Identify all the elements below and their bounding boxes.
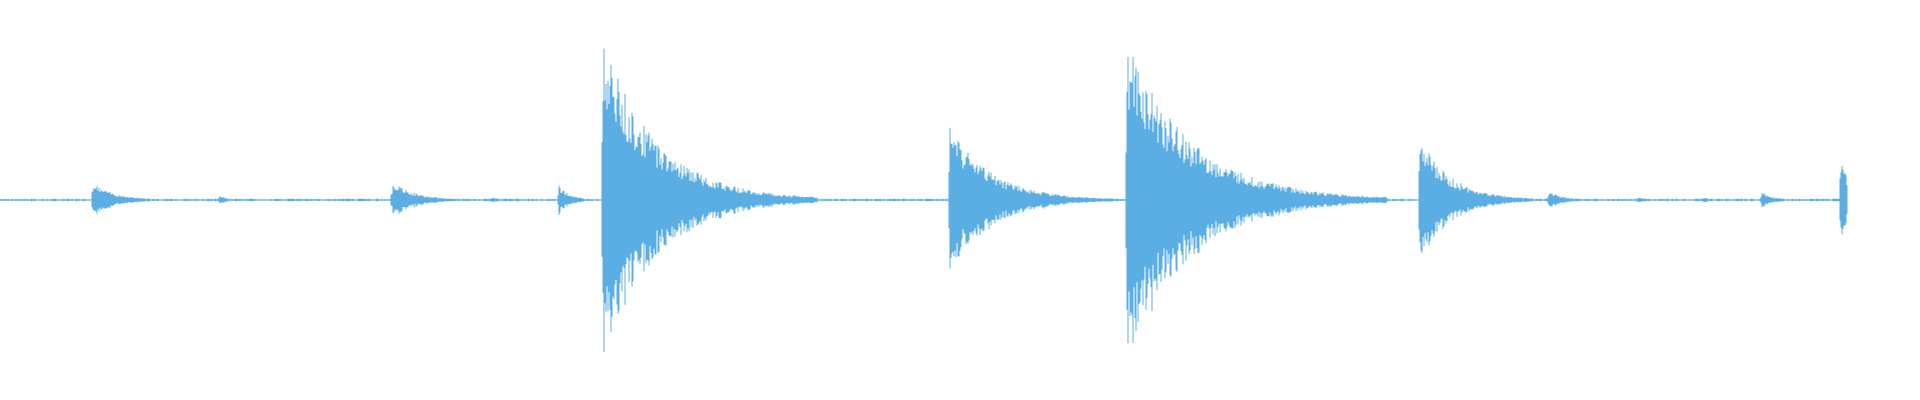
waveform-bars — [0, 48, 1848, 353]
